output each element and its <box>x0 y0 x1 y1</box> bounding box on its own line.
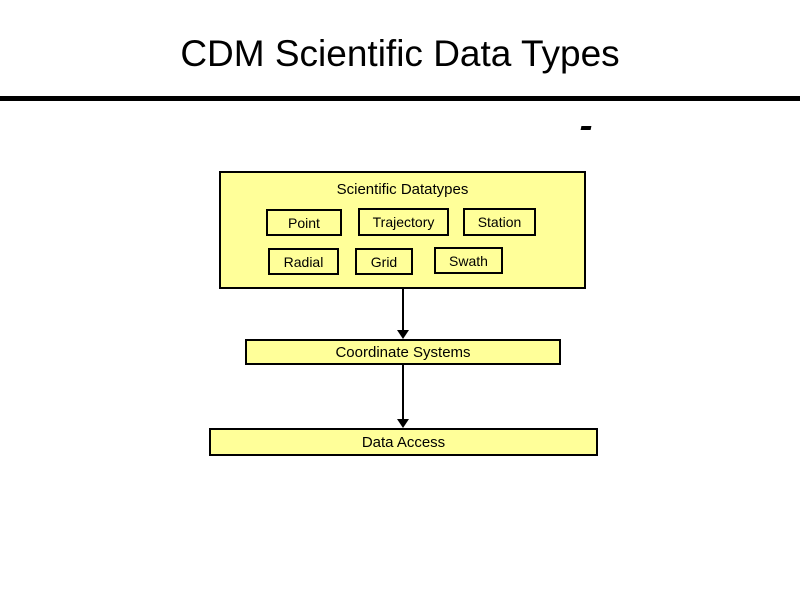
connector-datatypes-to-coordinate-systems <box>402 289 404 332</box>
arrowhead-down-icon <box>397 419 409 428</box>
datatype-box-grid[interactable]: Grid <box>355 248 413 275</box>
datatype-box-swath[interactable]: Swath <box>434 247 503 274</box>
layer-box-data-access[interactable]: Data Access <box>209 428 598 456</box>
datatype-box-radial[interactable]: Radial <box>268 248 339 275</box>
scientific-datatypes-label: Scientific Datatypes <box>336 181 469 198</box>
datatype-box-station[interactable]: Station <box>463 208 536 236</box>
datatype-box-trajectory[interactable]: Trajectory <box>358 208 449 236</box>
arrowhead-down-icon <box>397 330 409 339</box>
connector-coordinate-systems-to-data-access <box>402 365 404 421</box>
datatype-box-point[interactable]: Point <box>266 209 342 236</box>
page-title: CDM Scientific Data Types <box>180 33 620 74</box>
layer-box-coordinate-systems[interactable]: Coordinate Systems <box>245 339 561 365</box>
title-divider <box>0 96 800 101</box>
